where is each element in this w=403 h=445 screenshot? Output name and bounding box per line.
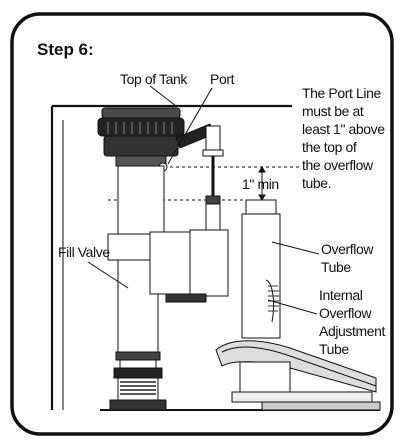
overflow-tube-label-line-1: Overflow — [321, 241, 374, 257]
note-line-3: least 1" above — [302, 121, 385, 137]
overflow-tube-shape — [241, 199, 281, 339]
fill-valve-label: Fill Valve — [58, 244, 110, 260]
leader-lines — [87, 85, 320, 315]
min-gap-arrow — [258, 166, 266, 201]
step-title: Step 6: — [37, 40, 94, 59]
float-arm — [175, 123, 224, 205]
note-line-1: The Port Line — [302, 85, 381, 101]
overflow-tube-label-line-2: Tube — [321, 259, 351, 275]
note-line-2: must be at — [302, 103, 364, 119]
top-of-tank-label: Top of Tank — [120, 71, 188, 87]
fill-valve-body — [107, 165, 229, 353]
internal-overflow-label-line-2: Overflow — [319, 305, 372, 321]
min-gap-label: 1" min — [242, 176, 279, 192]
note-line-4: the top of — [302, 139, 357, 155]
flush-valve-assembly — [215, 340, 381, 411]
note-line-5: the overflow — [302, 157, 374, 173]
fill-valve-base — [109, 351, 167, 411]
fill-valve-cap — [97, 107, 185, 167]
internal-overflow-label-line-1: Internal — [319, 287, 363, 303]
internal-overflow-label-line-3: Adjustment — [319, 323, 386, 339]
note-line-6: tube. — [302, 175, 331, 191]
internal-overflow-label-line-4: Tube — [319, 341, 349, 357]
port-label: Port — [210, 71, 235, 87]
